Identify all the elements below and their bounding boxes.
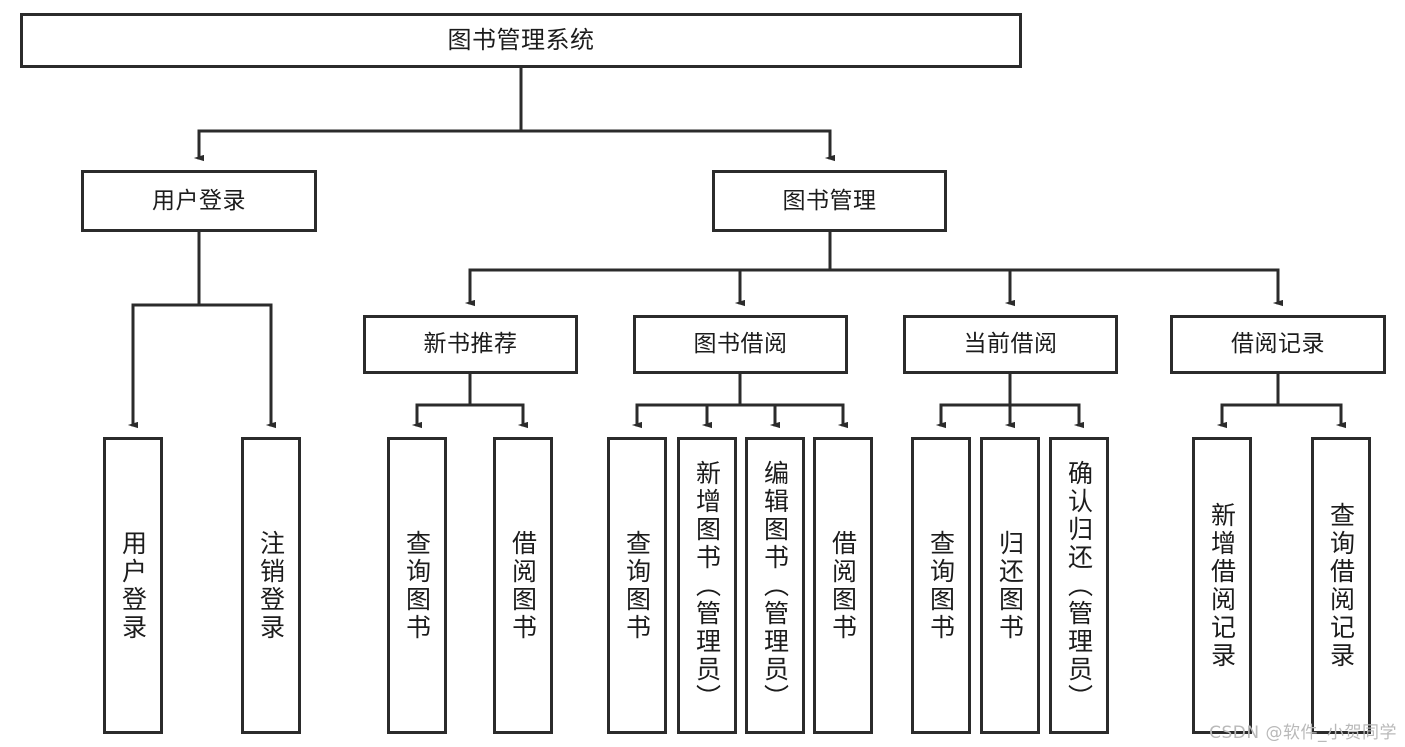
node-label: 归还图书 xyxy=(995,529,1025,642)
node-label: 新书推荐 xyxy=(423,331,518,358)
node-label: 图书借阅 xyxy=(693,331,788,358)
node-label: 查询图书 xyxy=(926,529,956,642)
node-label: 查询图书 xyxy=(402,529,432,642)
leaf-new-book-query-book[interactable]: 查询图书 xyxy=(387,437,447,734)
node-user-login[interactable]: 用户登录 xyxy=(81,170,317,232)
leaf-current-borrow-return-book[interactable]: 归还图书 xyxy=(980,437,1040,734)
leaf-book-borrow-query-book[interactable]: 查询图书 xyxy=(607,437,667,734)
node-label: 借阅图书 xyxy=(508,529,538,642)
node-label: 图书管理 xyxy=(782,187,877,214)
leaf-current-borrow-query-book[interactable]: 查询图书 xyxy=(911,437,971,734)
leaf-book-borrow-borrow-book[interactable]: 借阅图书 xyxy=(813,437,873,734)
node-label: 借阅记录 xyxy=(1231,331,1325,358)
leaf-user-login-login[interactable]: 用户登录 xyxy=(103,437,163,734)
node-book-management[interactable]: 图书管理 xyxy=(712,170,947,232)
leaf-borrow-record-add-record[interactable]: 新增借阅记录 xyxy=(1192,437,1252,734)
node-label: 新增图书（管理员） xyxy=(692,459,722,712)
node-label: 用户登录 xyxy=(118,529,148,642)
node-label: 查询借阅记录 xyxy=(1326,501,1356,670)
leaf-borrow-record-query-record[interactable]: 查询借阅记录 xyxy=(1311,437,1371,734)
leaf-current-borrow-confirm-return-admin[interactable]: 确认归还（管理员） xyxy=(1049,437,1109,734)
leaf-user-login-logout[interactable]: 注销登录 xyxy=(241,437,301,734)
node-label: 当前借阅 xyxy=(963,331,1058,358)
node-root-book-management-system[interactable]: 图书管理系统 xyxy=(20,13,1022,68)
node-label: 查询图书 xyxy=(622,529,652,642)
node-label: 图书管理系统 xyxy=(447,25,595,54)
node-new-book-recommend[interactable]: 新书推荐 xyxy=(363,315,578,374)
leaf-book-borrow-add-book-admin[interactable]: 新增图书（管理员） xyxy=(677,437,737,734)
node-label: 注销登录 xyxy=(256,529,286,642)
node-borrow-record[interactable]: 借阅记录 xyxy=(1170,315,1386,374)
leaf-book-borrow-edit-book-admin[interactable]: 编辑图书（管理员） xyxy=(745,437,805,734)
node-label: 用户登录 xyxy=(152,187,246,214)
node-label: 编辑图书（管理员） xyxy=(760,459,790,712)
node-current-borrow[interactable]: 当前借阅 xyxy=(903,315,1118,374)
node-book-borrow[interactable]: 图书借阅 xyxy=(633,315,848,374)
node-label: 确认归还（管理员） xyxy=(1064,459,1094,712)
watermark-text: CSDN @软件_小贺同学 xyxy=(1209,723,1397,743)
node-label: 借阅图书 xyxy=(828,529,858,642)
node-label: 新增借阅记录 xyxy=(1207,501,1237,670)
leaf-new-book-borrow-book[interactable]: 借阅图书 xyxy=(493,437,553,734)
